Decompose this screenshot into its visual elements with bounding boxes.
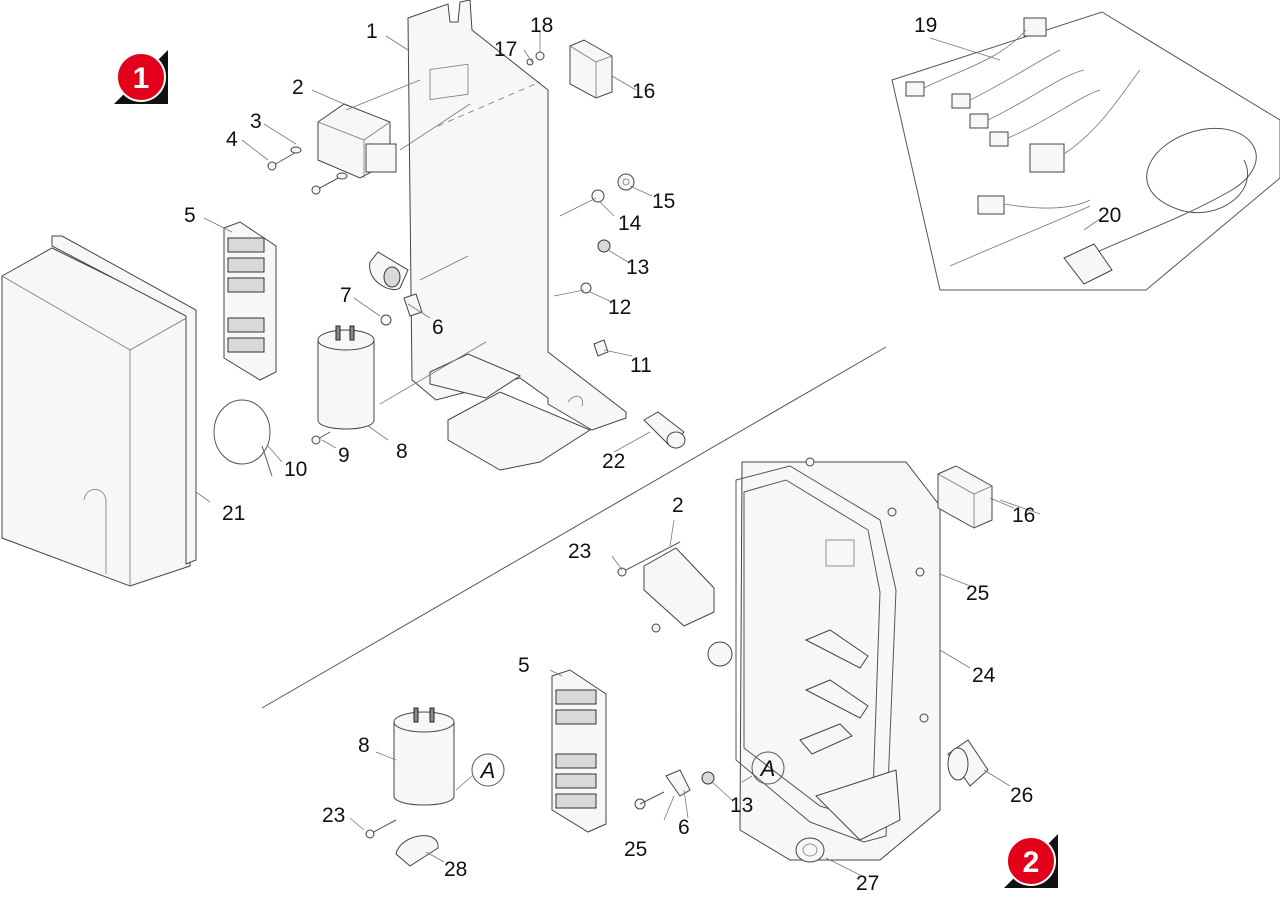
part-label-27: 27 <box>856 872 879 895</box>
fuse-holder <box>643 411 686 449</box>
leader-lines <box>195 32 1105 877</box>
part-label-8-a2: 8 <box>358 734 370 757</box>
callout-a-label-2: A <box>759 756 776 781</box>
part-label-28: 28 <box>444 858 467 881</box>
callout-a-capacitor: A <box>471 753 505 787</box>
cover <box>1 235 197 587</box>
part-labels: 1 2 3 4 5 6 7 8 9 10 11 12 13 14 15 16 1… <box>184 14 1121 895</box>
part-label-2-a2: 2 <box>672 494 684 517</box>
screw-9 <box>311 431 331 445</box>
part-label-4: 4 <box>226 128 238 151</box>
part-label-15: 15 <box>652 190 675 213</box>
part-label-22: 22 <box>602 450 625 473</box>
relay-a2 <box>617 541 715 633</box>
part-label-19: 19 <box>914 14 937 37</box>
part-label-21: 21 <box>222 502 245 525</box>
socket-a2 <box>937 465 993 529</box>
cable-gland <box>947 739 989 787</box>
part-label-16: 16 <box>632 80 655 103</box>
part-label-17: 17 <box>494 38 517 61</box>
housing <box>707 461 941 861</box>
callout-a-label-1: A <box>479 758 496 783</box>
part-label-23-b: 23 <box>322 804 345 827</box>
part-label-25-b: 25 <box>624 838 647 861</box>
hardware-a2 <box>634 457 929 810</box>
section-badge-2: 2 <box>1004 834 1058 888</box>
part-label-6: 6 <box>432 316 444 339</box>
part-label-5: 5 <box>184 204 196 227</box>
part-label-20: 20 <box>1098 204 1121 227</box>
part-label-1: 1 <box>366 20 378 43</box>
part-label-5-a2: 5 <box>518 654 530 677</box>
callout-a-housing: A <box>751 751 785 785</box>
part-label-16-a2: 16 <box>1012 504 1035 527</box>
small-capacitor <box>369 251 423 326</box>
socket-a1 <box>569 39 613 99</box>
part-label-23-a: 23 <box>568 540 591 563</box>
terminal-block-a2 <box>551 669 607 833</box>
relay <box>317 103 397 179</box>
cable-tie <box>213 399 273 477</box>
part-label-9: 9 <box>338 444 350 467</box>
part-label-13-a2: 13 <box>730 794 753 817</box>
wiring-harness-panel <box>891 11 1280 291</box>
part-label-24: 24 <box>972 664 996 687</box>
lock-nut <box>795 837 825 863</box>
part-label-7: 7 <box>340 284 352 307</box>
part-label-3: 3 <box>250 110 262 133</box>
part-label-13: 13 <box>626 256 649 279</box>
part-label-8: 8 <box>396 440 408 463</box>
capacitor-a2 <box>365 707 455 867</box>
part-label-11: 11 <box>630 354 652 377</box>
part-label-14: 14 <box>618 212 642 235</box>
section-divider <box>261 346 887 709</box>
capacitor-a1 <box>317 325 375 430</box>
terminal-block-a1 <box>223 221 277 381</box>
badge-1-label: 1 <box>133 62 150 95</box>
mounting-plate <box>407 0 627 471</box>
section-badge-1: 1 <box>114 50 168 104</box>
part-label-12: 12 <box>608 296 631 319</box>
part-label-26: 26 <box>1010 784 1033 807</box>
part-label-18: 18 <box>530 14 553 37</box>
part-label-25-a: 25 <box>966 582 989 605</box>
screws-3-4 <box>267 146 348 195</box>
part-label-2: 2 <box>292 76 304 99</box>
part-label-6-a2: 6 <box>678 816 690 839</box>
badge-2-label: 2 <box>1023 846 1040 879</box>
part-label-10: 10 <box>284 458 307 481</box>
